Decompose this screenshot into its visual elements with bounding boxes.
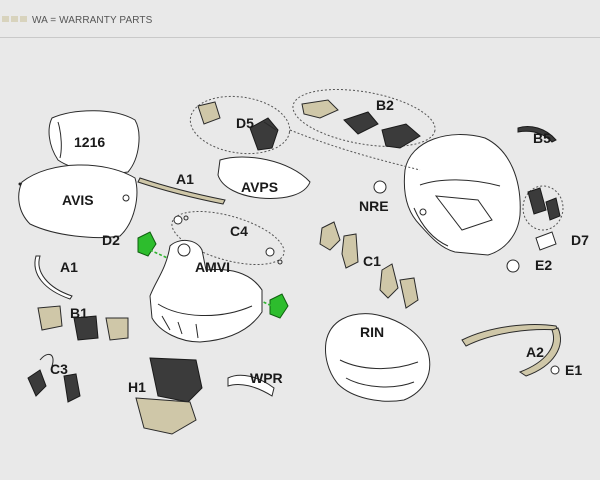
- label-nre: NRE: [359, 198, 389, 214]
- part-a1-strip-left[interactable]: A1: [34, 255, 78, 300]
- part-b2-pads[interactable]: B2: [289, 80, 440, 156]
- part-amvi-chinbar[interactable]: AMVI: [149, 240, 263, 343]
- label-c4: C4: [230, 223, 248, 239]
- label-e2: E2: [535, 257, 552, 273]
- legend-swatch-2: [11, 16, 18, 22]
- part-c1-pads[interactable]: C1: [319, 221, 419, 309]
- label-e1: E1: [565, 362, 582, 378]
- part-wpr[interactable]: WPR: [227, 370, 283, 397]
- part-b5-trim[interactable]: B5: [517, 126, 557, 147]
- label-c3: C3: [50, 361, 68, 377]
- legend-swatch-3: [20, 16, 27, 22]
- label-rin: RIN: [360, 324, 384, 340]
- label-b5: B5: [533, 130, 551, 146]
- warranty-legend: WA = WARRANTY PARTS: [0, 10, 600, 38]
- part-avis-visor[interactable]: AVIS: [18, 164, 138, 238]
- part-1216-visor[interactable]: 1216: [48, 110, 140, 174]
- part-d7-vents[interactable]: D7: [522, 185, 589, 248]
- part-c3-speaker-set[interactable]: C3: [27, 353, 81, 403]
- part-nre-cap[interactable]: NRE: [359, 180, 389, 214]
- label-d5: D5: [236, 115, 254, 131]
- part-helmet-shell[interactable]: [289, 129, 521, 256]
- part-e1[interactable]: E1: [565, 362, 582, 378]
- label-1216: 1216: [74, 134, 105, 150]
- part-a1-strip-top[interactable]: A1: [137, 171, 226, 205]
- label-d2: D2: [102, 232, 120, 248]
- label-a1-top: A1: [176, 171, 194, 187]
- part-rin-liner[interactable]: RIN: [325, 313, 431, 402]
- part-b1-pads[interactable]: B1: [37, 305, 129, 341]
- part-d5-group[interactable]: D5: [187, 90, 294, 159]
- label-avis: AVIS: [62, 192, 94, 208]
- label-d7: D7: [571, 232, 589, 248]
- label-b2: B2: [376, 97, 394, 113]
- legend-swatch-1: [2, 16, 9, 22]
- label-wpr: WPR: [250, 370, 283, 386]
- part-e2-clip[interactable]: E2: [506, 231, 557, 273]
- part-a2-band[interactable]: A2: [461, 324, 561, 377]
- label-b1: B1: [70, 305, 88, 321]
- label-h1: H1: [128, 379, 146, 395]
- label-a1-left: A1: [60, 259, 78, 275]
- label-c1: C1: [363, 253, 381, 269]
- label-avps: AVPS: [241, 179, 278, 195]
- part-c4-screws[interactable]: C4: [166, 201, 290, 275]
- part-avps-sunvisor[interactable]: AVPS: [217, 156, 311, 199]
- legend-divider: [0, 37, 600, 38]
- label-amvi: AMVI: [195, 259, 230, 275]
- legend-label: WA = WARRANTY PARTS: [32, 15, 153, 26]
- part-h1-chin[interactable]: H1: [128, 357, 203, 435]
- label-a2: A2: [526, 344, 544, 360]
